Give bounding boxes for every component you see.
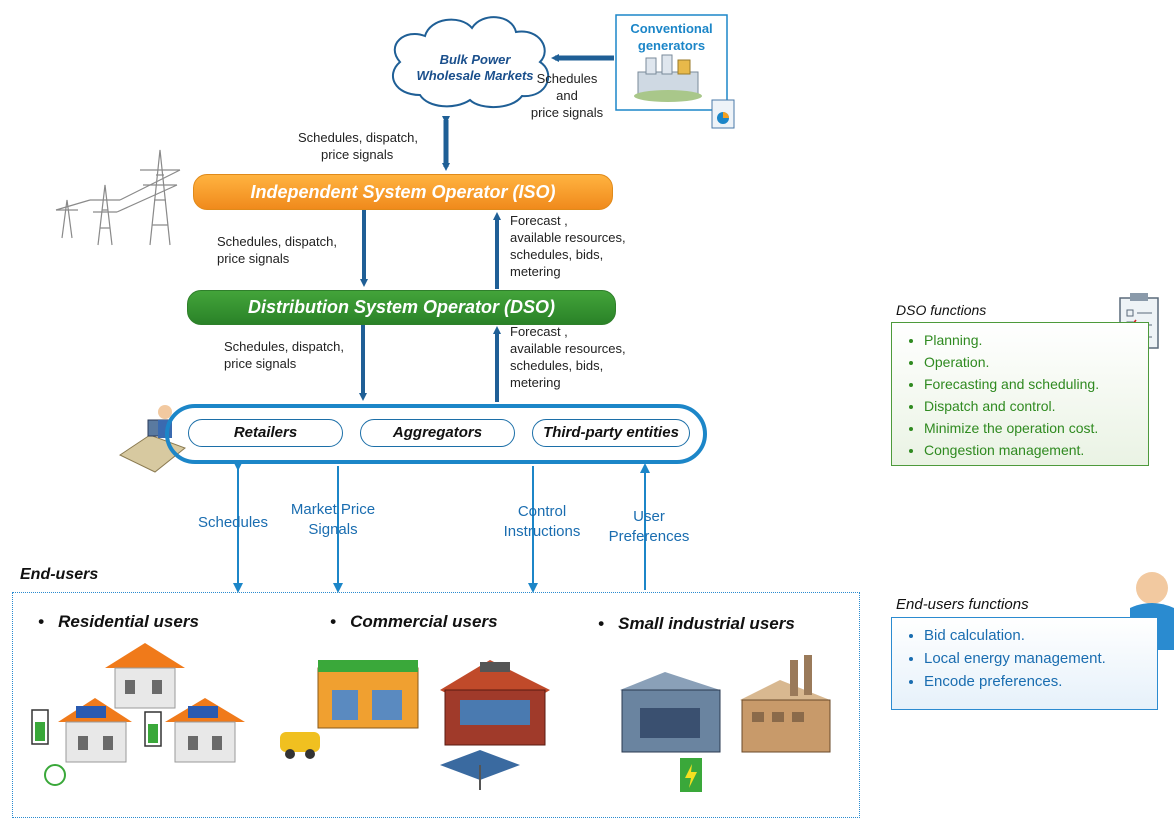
label-sdp-low-1: Schedules, dispatch, (224, 339, 344, 354)
cloud-shape (391, 16, 550, 108)
label-schedules-price-signals: Schedules and price signals (527, 70, 607, 121)
dso-function-item: Forecasting and scheduling. (924, 373, 1148, 395)
label-sdp-mid: Schedules, dispatch, price signals (217, 233, 337, 267)
entities-container (165, 404, 707, 464)
cloud-label-line1: Bulk Power (439, 52, 511, 67)
label-fc2-1: Forecast , (510, 324, 568, 339)
label-sp-2: and (556, 88, 578, 103)
industrial-buildings-icon (620, 655, 831, 792)
dso-function-item: Congestion management. (924, 439, 1148, 461)
dso-functions-title: DSO functions (896, 302, 987, 318)
label-sp-1: Schedules (536, 71, 598, 86)
label-sdp-top: Schedules, dispatch, price signals (298, 129, 418, 163)
entity-aggregators: Aggregators (360, 419, 515, 447)
label-fc2-4: metering (510, 375, 561, 390)
label-fc1-3: schedules, bids, (510, 247, 604, 262)
signal-market-price: Market Price Signals (278, 500, 388, 540)
commercial-users-heading: • Commercial users (330, 612, 498, 631)
transmission-towers (55, 149, 181, 246)
label-fc1-1: Forecast , (510, 213, 568, 228)
label-forecast-lower: Forecast , available resources, schedule… (510, 323, 626, 391)
signal-market-2: Signals (308, 521, 358, 538)
residential-houses-icon (31, 643, 245, 786)
label-fc1-4: metering (510, 264, 561, 279)
end-user-function-item: Bid calculation. (924, 624, 1157, 647)
signal-control-2: Instructions (503, 523, 581, 540)
end-users-functions-panel: Bid calculation. Local energy management… (891, 617, 1158, 710)
industrial-users-heading: • Small industrial users (598, 614, 795, 633)
signal-user-1: User (633, 508, 665, 525)
label-fc1-2: available resources, (510, 230, 626, 245)
label-sdp-mid-2: price signals (217, 251, 290, 266)
dso-bar: Distribution System Operator (DSO) (187, 290, 616, 325)
end-users-functions-title: End-users functions (896, 596, 1029, 613)
dso-function-item: Operation. (924, 351, 1148, 373)
label-sdp-low: Schedules, dispatch, price signals (224, 338, 344, 372)
conventional-generators-label: Conventional generators (616, 20, 727, 54)
label-sdp-top-2: price signals (321, 147, 394, 162)
conventional-generators-box (615, 14, 735, 129)
commercial-users-label: Commercial users (350, 612, 498, 631)
dso-function-item: Planning. (924, 329, 1148, 351)
signal-control-1: Control (517, 503, 567, 520)
commercial-buildings-icon (280, 660, 550, 790)
entity-retailers: Retailers (188, 419, 343, 447)
cloud-label: Bulk Power Wholesale Markets (405, 52, 545, 84)
signal-schedules: Schedules (197, 514, 269, 531)
entity-third-party: Third-party entities (532, 419, 690, 447)
residential-users-label: Residential users (58, 612, 199, 631)
signal-user-2: Preferences (608, 528, 690, 545)
dso-function-item: Minimize the operation cost. (924, 417, 1148, 439)
signal-user-preferences: User Preferences (600, 507, 698, 547)
residential-users-heading: • Residential users (38, 612, 199, 631)
industrial-users-label: Small industrial users (618, 614, 795, 633)
signal-control: Control Instructions (492, 502, 592, 542)
conventional-line1: Conventional (630, 21, 713, 36)
label-sdp-mid-1: Schedules, dispatch, (217, 234, 337, 249)
end-users-title: End-users (20, 566, 99, 583)
label-sdp-low-2: price signals (224, 356, 297, 371)
signal-market-1: Market Price (290, 501, 376, 518)
dso-functions-panel: Planning. Operation. Forecasting and sch… (891, 322, 1149, 466)
label-sp-3: price signals (530, 105, 604, 120)
label-forecast-upper: Forecast , available resources, schedule… (510, 212, 626, 280)
cloud-label-line2: Wholesale Markets (416, 68, 534, 83)
end-user-function-item: Encode preferences. (924, 670, 1157, 693)
end-user-function-item: Local energy management. (924, 647, 1157, 670)
conventional-line2: generators (637, 38, 706, 53)
label-fc2-3: schedules, bids, (510, 358, 604, 373)
dso-function-item: Dispatch and control. (924, 395, 1148, 417)
label-sdp-top-1: Schedules, dispatch, (298, 130, 418, 145)
label-fc2-2: available resources, (510, 341, 626, 356)
iso-bar: Independent System Operator (ISO) (193, 174, 613, 210)
end-users-box (12, 592, 860, 818)
